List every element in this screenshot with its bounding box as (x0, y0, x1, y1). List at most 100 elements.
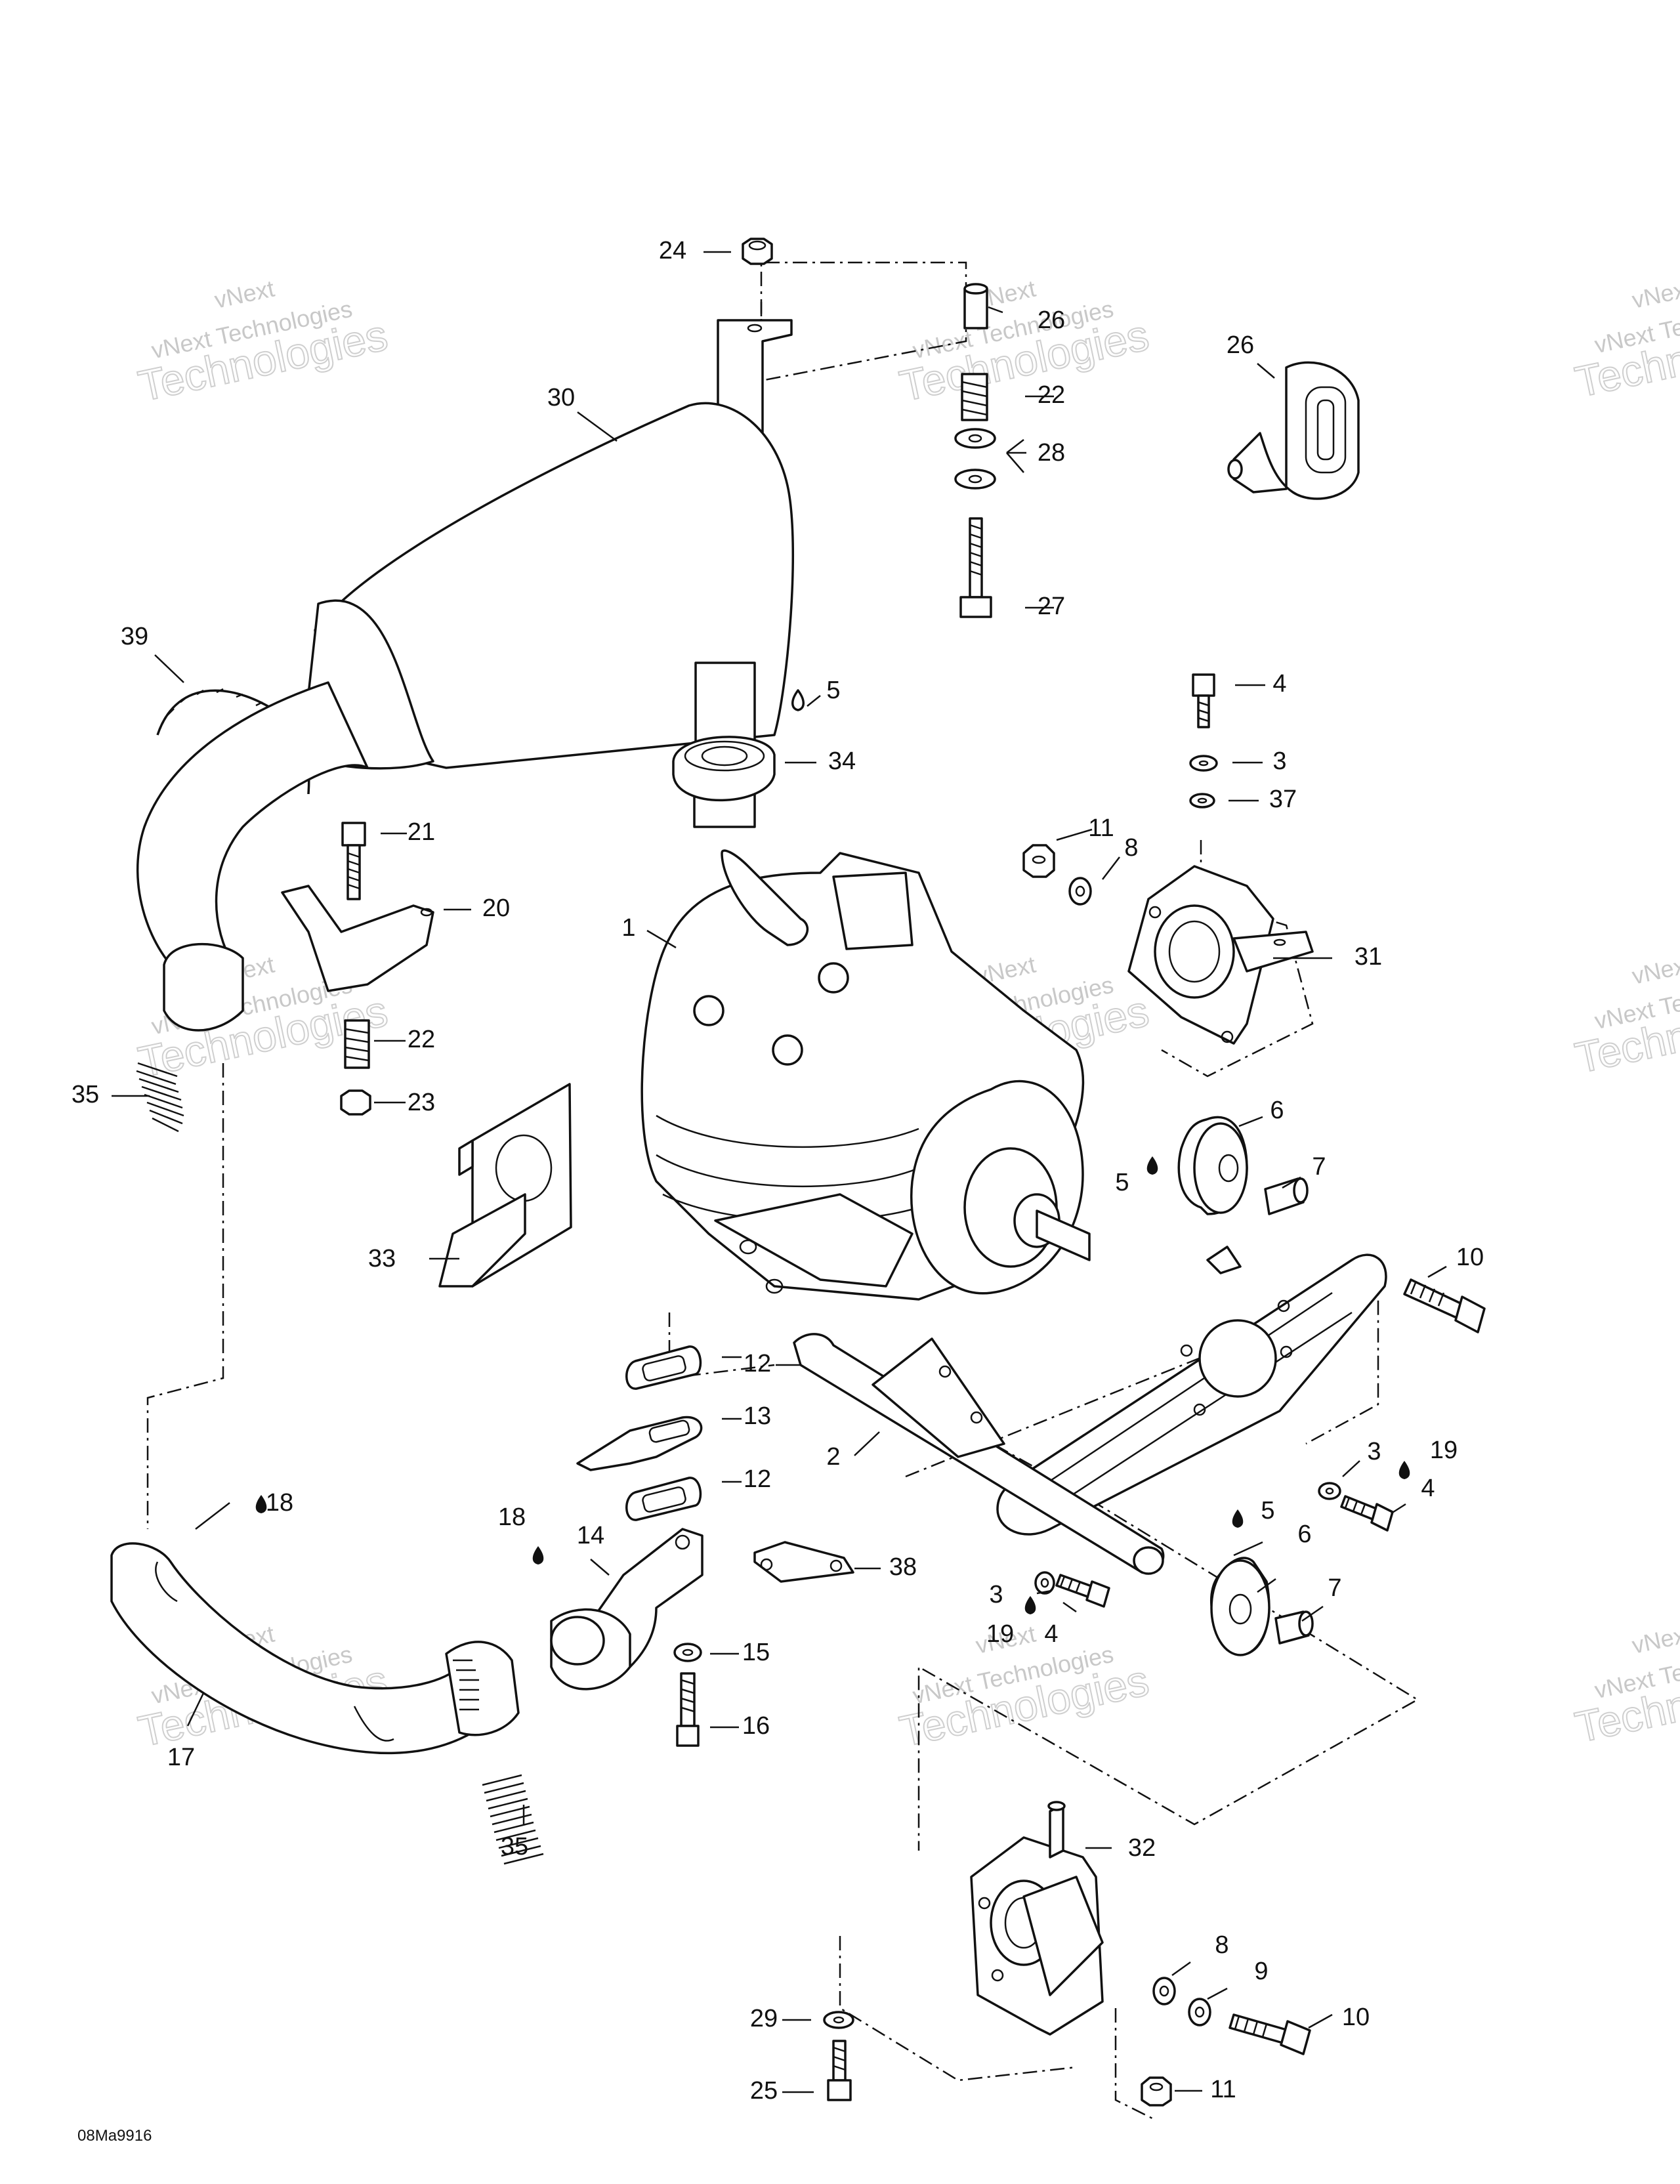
bolt-part-21 (341, 822, 366, 900)
gasket-part-12-upper (625, 1345, 702, 1390)
rubber-mount-part-6-upper (1177, 1116, 1248, 1215)
callout-39: 39 (121, 623, 148, 650)
callout-33: 33 (368, 1245, 396, 1272)
nut-part-11-top (1022, 844, 1055, 878)
callout-11-top: 11 (1088, 814, 1114, 842)
bolt-part-27 (959, 517, 992, 618)
engine-sensor-wire (721, 849, 808, 946)
dashed-bracket-top (760, 261, 967, 382)
bolt-part-4-right (1340, 1495, 1394, 1532)
callout-19-mid: 19 (986, 1620, 1014, 1648)
callout-13: 13 (744, 1402, 771, 1430)
adhesive-drop-5-top (791, 689, 805, 711)
callout-9: 9 (1254, 1958, 1268, 1985)
callout-12-lower: 12 (744, 1465, 771, 1493)
heat-shield-part-33 (438, 1083, 572, 1288)
spring-part-22-left (344, 1019, 370, 1069)
rubber-mount-part-6-lower (1209, 1557, 1270, 1656)
callout-7-upper: 7 (1312, 1153, 1326, 1181)
dashed-outline-engine-plate (905, 1285, 1379, 1478)
callout-38: 38 (889, 1553, 917, 1581)
callout-22-top: 22 (1038, 381, 1065, 409)
washer-part-37 (1189, 793, 1215, 808)
spring-part-22-right (961, 373, 988, 421)
callout-18-left: 18 (266, 1489, 293, 1517)
callout-23: 23 (408, 1089, 435, 1116)
callout-35-upper: 35 (72, 1081, 99, 1108)
callout-20: 20 (482, 894, 510, 922)
callout-27: 27 (1038, 593, 1065, 620)
exhaust-coupling-upper (163, 942, 244, 1032)
sleeve-part-7-upper (1264, 1177, 1309, 1215)
washer-part-8-top (1068, 877, 1092, 906)
callout-8-top: 8 (1124, 834, 1138, 862)
watermark-vnext: vNext (1629, 1620, 1680, 1659)
engine-intake-port (832, 872, 914, 950)
bolt-part-25 (827, 2040, 852, 2101)
shaft-part-2 (793, 1333, 1165, 1575)
callout-14: 14 (577, 1522, 604, 1549)
engine-part-1 (640, 849, 1091, 1301)
callout-5-mid: 5 (1115, 1169, 1129, 1196)
exhaust-pipe-flex-joint (445, 1641, 520, 1736)
adhesive-drop-19-mid (1024, 1596, 1036, 1614)
washer-part-3-right (1318, 1482, 1341, 1500)
callout-6-upper: 6 (1270, 1097, 1284, 1124)
callout-5-lower: 5 (1261, 1497, 1274, 1524)
rubber-cap-part-26 (1227, 361, 1360, 500)
washer-part-3-top (1189, 755, 1218, 772)
bracket-part-20 (281, 885, 434, 992)
callout-19-right: 19 (1430, 1437, 1458, 1464)
sleeve-part-7-lower (1274, 1610, 1314, 1645)
spring-part-35-upper (136, 1062, 184, 1133)
spring-part-35-lower (482, 1774, 544, 1865)
washers-part-28 (954, 428, 996, 490)
stud-part-26-top (963, 283, 988, 329)
washer-part-3-mid (1034, 1571, 1055, 1595)
callout-3-right: 3 (1367, 1438, 1381, 1465)
callout-7-lower: 7 (1328, 1574, 1341, 1602)
leader-lines (112, 251, 1447, 2093)
engine-mount-part-32 (970, 1801, 1104, 2036)
callout-34: 34 (828, 747, 856, 775)
callout-37: 37 (1269, 786, 1297, 813)
bolt-part-10-upper (1403, 1278, 1486, 1334)
callout-2: 2 (826, 1443, 840, 1471)
callout-4-right: 4 (1421, 1475, 1435, 1502)
callout-16: 16 (742, 1712, 770, 1740)
callout-11-lower: 11 (1210, 2076, 1236, 2103)
muffler-body (314, 402, 795, 769)
shaft-bracket (872, 1337, 1005, 1458)
callout-1: 1 (621, 914, 635, 942)
callout-4-mid: 4 (1044, 1620, 1058, 1648)
washer-part-8-lower (1152, 1977, 1176, 2006)
adhesive-drop-18-mid (532, 1546, 544, 1564)
adhesive-drop-5-mid (1146, 1156, 1158, 1175)
adhesive-drop-19-right (1398, 1461, 1410, 1479)
exhaust-pipe-part-17 (110, 1542, 520, 1755)
callout-6-lower: 6 (1297, 1521, 1311, 1548)
adhesive-drop-18-left (255, 1495, 267, 1513)
nut-part-24 (742, 238, 773, 265)
callout-10-lower: 10 (1342, 2004, 1370, 2031)
callout-4-top: 4 (1272, 670, 1286, 698)
grommet-part-34 (672, 736, 776, 802)
callout-10-upper: 10 (1456, 1244, 1484, 1271)
callout-24: 24 (659, 237, 686, 264)
callout-5-top: 5 (826, 677, 840, 704)
watermark-vnext: vNext (1629, 951, 1680, 990)
watermark-vnext: vNext (1629, 275, 1680, 314)
muffler-part-30 (301, 319, 795, 828)
callout-32: 32 (1128, 1834, 1156, 1862)
callout-labels: 24 26 26 22 30 28 27 39 5 4 34 3 37 11 2… (72, 237, 1484, 2105)
engine-mount-part-31 (1127, 865, 1314, 1045)
callout-35-lower: 35 (501, 1833, 528, 1860)
exhaust-pipe-upper (136, 681, 369, 1032)
callout-21: 21 (408, 818, 435, 846)
bracket-part-38 (753, 1541, 854, 1583)
drawing-code: 08Ma9916 (77, 2127, 152, 2145)
washer-part-9 (1188, 1998, 1211, 2026)
gasket-part-13 (576, 1416, 703, 1471)
callout-31: 31 (1354, 943, 1382, 971)
